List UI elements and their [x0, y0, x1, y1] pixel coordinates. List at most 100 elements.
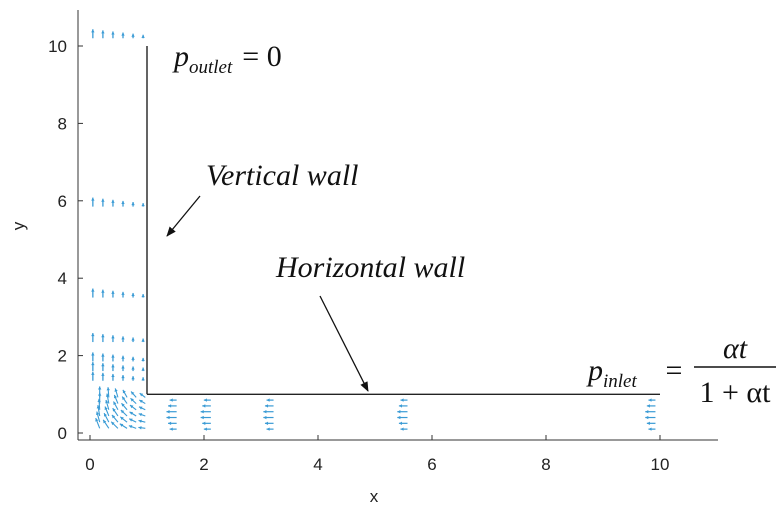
velocity-arrow	[646, 421, 656, 426]
velocity-arrow	[138, 426, 146, 430]
velocity-arrow	[645, 410, 656, 414]
velocity-arrow	[104, 406, 110, 417]
velocity-arrow	[130, 397, 137, 404]
velocity-arrow	[122, 389, 128, 398]
velocity-arrow	[141, 377, 145, 381]
velocity-arrow	[98, 386, 102, 398]
velocity-arrow	[105, 399, 110, 410]
vertical-wall-label: Vertical wall	[206, 159, 359, 192]
velocity-arrow	[101, 372, 105, 381]
velocity-arrow	[121, 336, 125, 343]
velocity-arrow	[169, 398, 177, 402]
velocity-arrow	[102, 419, 110, 429]
inlet-denominator: 1 + αt	[700, 376, 772, 409]
velocity-arrow	[166, 415, 177, 420]
velocity-arrow	[266, 427, 274, 431]
y-tick-label: 4	[58, 269, 67, 288]
velocity-arrow	[95, 411, 101, 423]
outlet-pressure-label: poutlet= 0	[172, 40, 282, 78]
svg-text:=: =	[666, 354, 683, 387]
velocity-arrow	[130, 391, 137, 398]
velocity-arrow	[121, 396, 128, 404]
velocity-arrow	[131, 366, 135, 372]
velocity-arrow	[139, 392, 146, 398]
x-axis-label: x	[370, 487, 379, 506]
velocity-arrow	[263, 410, 274, 414]
velocity-arrow	[121, 365, 125, 372]
velocity-arrow	[121, 291, 125, 298]
velocity-arrow	[200, 410, 211, 414]
velocity-arrow	[141, 357, 145, 362]
velocity-arrow	[169, 427, 177, 431]
velocity-arrow	[648, 398, 656, 402]
velocity-arrow	[129, 411, 137, 417]
y-axis-label: y	[9, 221, 28, 230]
velocity-arrow	[121, 32, 125, 39]
velocity-arrow	[168, 421, 177, 426]
velocity-arrow	[202, 404, 211, 408]
velocity-arrow	[200, 415, 211, 420]
velocity-arrow	[264, 404, 274, 408]
velocity-arrow	[131, 33, 135, 39]
velocity-arrow	[398, 421, 408, 426]
velocity-arrow	[131, 202, 135, 207]
velocity-arrow	[106, 387, 110, 398]
velocity-arrow	[112, 407, 119, 417]
velocity-arrow	[119, 416, 128, 423]
velocity-arrow	[141, 34, 145, 39]
velocity-arrow	[101, 30, 105, 39]
inlet-pressure-label: pinlet = αt 1 + αt	[586, 332, 776, 409]
velocity-arrow	[138, 419, 146, 423]
velocity-arrow	[128, 425, 137, 429]
velocity-arrow	[131, 337, 135, 343]
svg-text:poutlet= 0: poutlet= 0	[172, 40, 282, 78]
velocity-arrow	[113, 394, 119, 404]
svg-text:pinlet: pinlet	[586, 354, 637, 392]
velocity-arrow	[91, 371, 95, 381]
velocity-arrow	[111, 414, 119, 423]
velocity-arrow	[397, 415, 408, 420]
y-tick-label: 8	[58, 114, 67, 133]
velocity-arrow	[121, 200, 125, 207]
velocity-arrow	[397, 410, 408, 414]
x-tick-label: 6	[427, 455, 436, 474]
velocity-arrow	[398, 404, 408, 408]
velocity-arrow	[91, 197, 95, 207]
velocity-arrow	[202, 421, 211, 426]
x-tick-label: 0	[85, 455, 94, 474]
velocity-arrow	[111, 199, 115, 207]
velocity-arrow	[101, 363, 105, 372]
velocity-arrow	[91, 362, 95, 372]
velocity-arrow	[114, 388, 119, 398]
channel-walls	[146, 46, 660, 395]
velocity-arrow	[111, 335, 115, 343]
velocity-arrow	[121, 402, 128, 411]
velocity-arrow	[110, 421, 119, 429]
velocity-arrow	[129, 404, 137, 411]
velocity-arrow	[645, 415, 656, 420]
velocity-arrow	[166, 410, 177, 414]
velocity-arrow	[95, 417, 101, 429]
velocity-arrow	[101, 353, 105, 362]
velocity-arrow	[101, 198, 105, 207]
velocity-arrow	[128, 418, 137, 423]
velocity-arrow	[101, 334, 105, 343]
velocity-arrow	[111, 364, 115, 372]
velocity-arrow	[138, 406, 146, 411]
velocity-arrow	[263, 415, 274, 420]
velocity-arrow	[101, 289, 105, 298]
velocity-arrow	[139, 399, 146, 405]
velocity-arrow	[264, 421, 274, 426]
x-tick-label: 8	[541, 455, 550, 474]
velocity-arrow	[648, 427, 656, 431]
velocity-arrow	[121, 355, 125, 362]
velocity-arrow	[91, 29, 95, 39]
velocity-arrow	[119, 423, 128, 429]
velocity-arrow	[91, 288, 95, 298]
velocity-arrow	[111, 373, 115, 381]
horizontal-wall-label: Horizontal wall	[275, 251, 465, 284]
velocity-arrow	[203, 427, 211, 431]
velocity-arrow	[400, 427, 408, 431]
y-tick-label: 0	[58, 424, 67, 443]
